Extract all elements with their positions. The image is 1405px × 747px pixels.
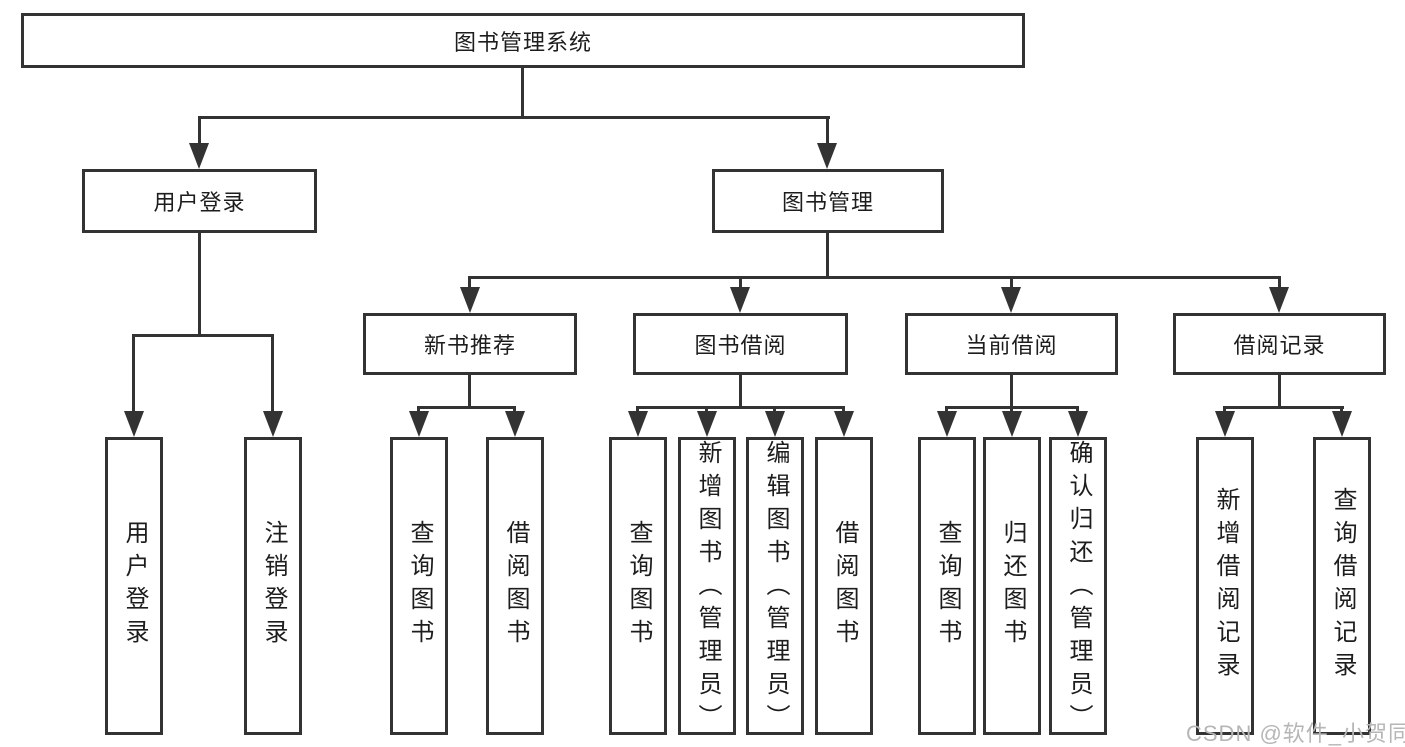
arrow-down-icon [697,411,717,437]
arrow-down-icon [817,143,837,169]
leaf-user-login: 用户登录 [105,437,163,735]
connector-current-leaf-1 [945,406,948,414]
node-current-borrow-label: 当前借阅 [965,333,1058,358]
connector-book-to-borrow [739,276,742,290]
arrow-down-icon [834,411,854,437]
arrow-down-icon [765,411,785,437]
connector-record-leaf-2 [1340,406,1343,414]
connector-borrow-leaf-3 [773,406,776,414]
connector-borrow-split [636,406,845,409]
connector-current-leaf-3 [1076,406,1079,414]
connector-user-leaf-1 [132,334,135,414]
connector-root-split [198,116,830,119]
arrow-down-icon [460,287,480,313]
connector-book-to-current [1010,276,1013,290]
arrow-down-icon [1332,411,1352,437]
leaf-query-books-recommend: 查询图书 [390,437,448,735]
connector-borrow-leaf-1 [636,406,639,414]
node-borrow-records-label: 借阅记录 [1233,333,1326,358]
arrow-down-icon [937,411,957,437]
leaf-confirm-return-admin: 确认归还（管理员） [1049,437,1107,737]
connector-borrow-leaf-4 [842,406,845,414]
node-new-book-recommend: 新书推荐 [363,313,577,375]
arrow-down-icon [1269,287,1289,313]
connector-user-leaf-2 [271,334,274,414]
connector-book-to-record [1278,276,1281,290]
connector-book-to-new [468,276,471,290]
node-borrow-records: 借阅记录 [1173,313,1386,375]
connector-new-leaf-2 [513,406,516,414]
connector-current-leaf-2 [1010,406,1013,414]
connector-user-split [132,334,274,337]
leaf-borrow-books-recommend: 借阅图书 [486,437,544,735]
connector-root-to-user [198,116,201,146]
connector-book-stem [826,233,829,279]
node-new-book-recommend-label: 新书推荐 [423,333,516,358]
leaf-return-books: 归还图书 [983,437,1041,735]
leaf-query-books-borrow: 查询图书 [609,437,667,735]
arrow-down-icon [189,143,209,169]
connector-record-stem [1278,375,1281,409]
node-root: 图书管理系统 [21,13,1025,68]
arrow-down-icon [628,411,648,437]
arrow-down-icon [1001,287,1021,313]
arrow-down-icon [1068,411,1088,437]
arrow-down-icon [263,411,283,437]
node-user-login-label: 用户登录 [153,190,246,215]
arrow-down-icon [730,287,750,313]
connector-new-split [417,406,516,409]
leaf-add-books-admin: 新增图书（管理员） [678,437,736,737]
arrow-down-icon [1002,411,1022,437]
arrow-down-icon [1215,411,1235,437]
connector-borrow-leaf-2 [705,406,708,414]
connector-new-stem [468,375,471,409]
connector-current-stem [1010,375,1013,409]
watermark: CSDN @软件_小贺同学 [1186,721,1405,746]
connector-root-stem [521,68,524,118]
node-user-login: 用户登录 [82,169,317,233]
connector-root-to-book [826,116,829,146]
leaf-borrow-books: 借阅图书 [815,437,873,735]
node-book-management-label: 图书管理 [781,190,874,215]
connector-new-leaf-1 [417,406,420,414]
node-current-borrow: 当前借阅 [905,313,1118,375]
connector-record-split [1223,406,1344,409]
connector-book-split [469,276,1281,279]
node-book-borrow-label: 图书借阅 [694,333,787,358]
connector-record-leaf-1 [1223,406,1226,414]
arrow-down-icon [124,411,144,437]
arrow-down-icon [505,411,525,437]
connector-borrow-stem [739,375,742,409]
leaf-add-borrow-record: 新增借阅记录 [1196,437,1254,735]
leaf-edit-books-admin: 编辑图书（管理员） [746,437,804,737]
node-book-management: 图书管理 [712,169,944,233]
leaf-query-books-current: 查询图书 [918,437,976,735]
arrow-down-icon [409,411,429,437]
node-root-label: 图书管理系统 [453,29,592,55]
connector-user-stem [198,233,201,337]
leaf-logout: 注销登录 [244,437,302,735]
node-book-borrow: 图书借阅 [633,313,848,375]
leaf-query-borrow-record: 查询借阅记录 [1313,437,1371,735]
